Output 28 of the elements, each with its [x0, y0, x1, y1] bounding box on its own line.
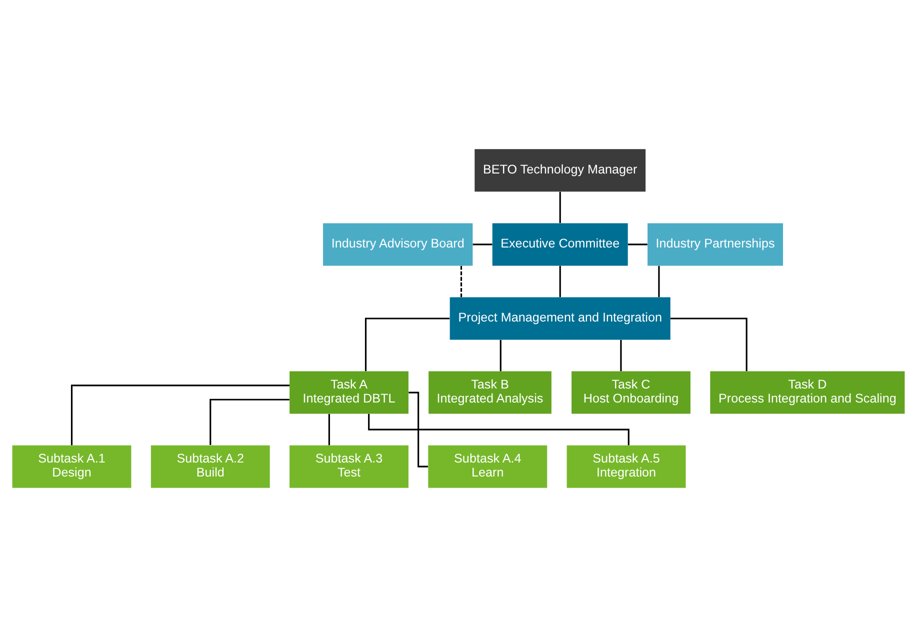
- connector: [658, 265, 660, 297]
- connector: [559, 191, 561, 223]
- connector: [328, 413, 330, 445]
- node-box: Task D Process Integration and Scaling: [710, 370, 905, 414]
- node-box: Subtask A.3 Test: [290, 444, 408, 488]
- connector: [559, 265, 561, 297]
- node-box: Task A Integrated DBTL: [290, 370, 408, 414]
- connector: [460, 265, 462, 297]
- node-box: Task B Integrated Analysis: [428, 370, 552, 414]
- node-box: Industry Advisory Board: [323, 222, 473, 266]
- node-box: Subtask A.5 Integration: [566, 444, 686, 488]
- connector: [364, 317, 450, 371]
- connector: [628, 243, 648, 245]
- node-box: Task C Host Onboarding: [572, 370, 690, 414]
- connector: [670, 317, 748, 371]
- node-box: Project Management and Integration: [450, 296, 670, 340]
- node-box: Industry Partnerships: [648, 222, 784, 266]
- connector: [500, 339, 502, 371]
- node-box: Subtask A.2 Build: [150, 444, 270, 488]
- connector: [210, 398, 290, 445]
- node-box: Executive Committee: [492, 222, 628, 266]
- connector: [70, 384, 290, 445]
- node-box: Subtask A.4 Learn: [428, 444, 548, 488]
- connector: [620, 339, 622, 371]
- node-box: Subtask A.1 Design: [12, 444, 132, 488]
- connector: [408, 391, 428, 467]
- node-box: BETO Technology Manager: [474, 148, 646, 192]
- connector: [472, 243, 492, 245]
